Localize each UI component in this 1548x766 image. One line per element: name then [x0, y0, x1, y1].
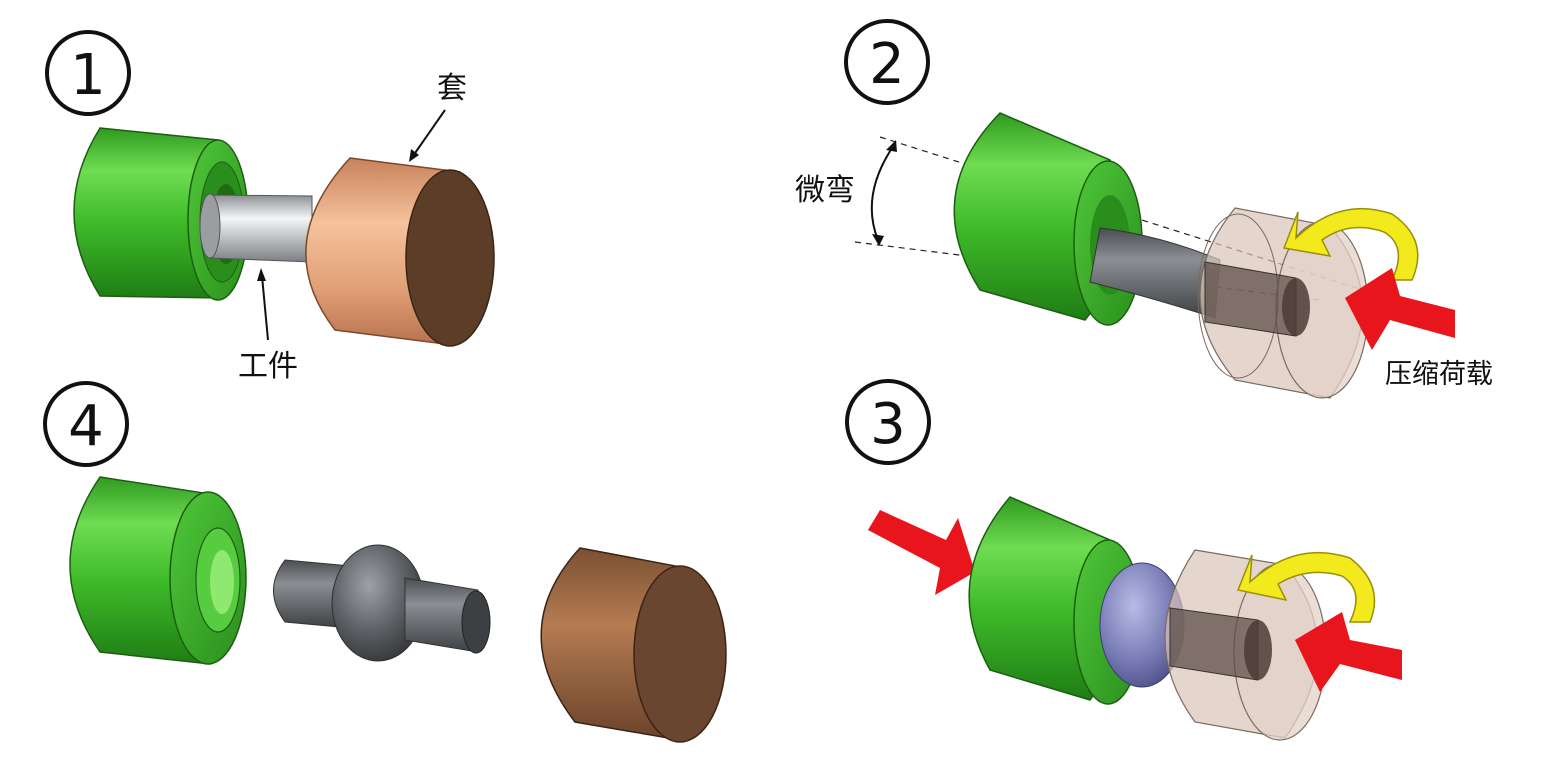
- svg-text:2: 2: [869, 32, 905, 97]
- svg-text:1: 1: [70, 43, 106, 108]
- step-number-badge: 2: [844, 19, 930, 105]
- leader-arrow-icon: [257, 268, 269, 341]
- sleeve-brown: [540, 547, 727, 743]
- step-2-panel: 2 微弯: [795, 19, 1493, 399]
- rotation-arrow-icon: [1282, 207, 1419, 281]
- step-number-badge: 3: [845, 379, 931, 465]
- label-sleeve: 套: [437, 71, 467, 106]
- die-green: [69, 476, 247, 665]
- label-workpiece: 工件: [238, 349, 298, 384]
- step-1-panel: 1 套 工件: [45, 30, 495, 384]
- label-compressive-load: 压缩荷载: [1385, 359, 1493, 390]
- label-slight-bend: 微弯: [795, 173, 855, 208]
- svg-text:4: 4: [68, 394, 104, 459]
- step-number-badge: 1: [45, 30, 131, 116]
- workpiece-silver-rod: [199, 193, 313, 263]
- compression-arrow-icon: [868, 510, 975, 595]
- step-3-panel: 3: [845, 379, 1402, 741]
- die-green: [953, 112, 1143, 326]
- svg-text:3: 3: [870, 392, 906, 457]
- rotation-arrow-icon: [1236, 551, 1376, 623]
- sleeve-translucent: [1197, 207, 1369, 399]
- step-number-badge: 4: [43, 381, 129, 467]
- step-4-panel: 4: [43, 381, 727, 743]
- leader-arrow-icon: [409, 109, 446, 162]
- compression-arrow-icon: [1345, 268, 1455, 350]
- compression-arrow-icon: [1295, 612, 1402, 692]
- workpiece-forged: [273, 544, 491, 662]
- sleeve-copper: [305, 157, 495, 347]
